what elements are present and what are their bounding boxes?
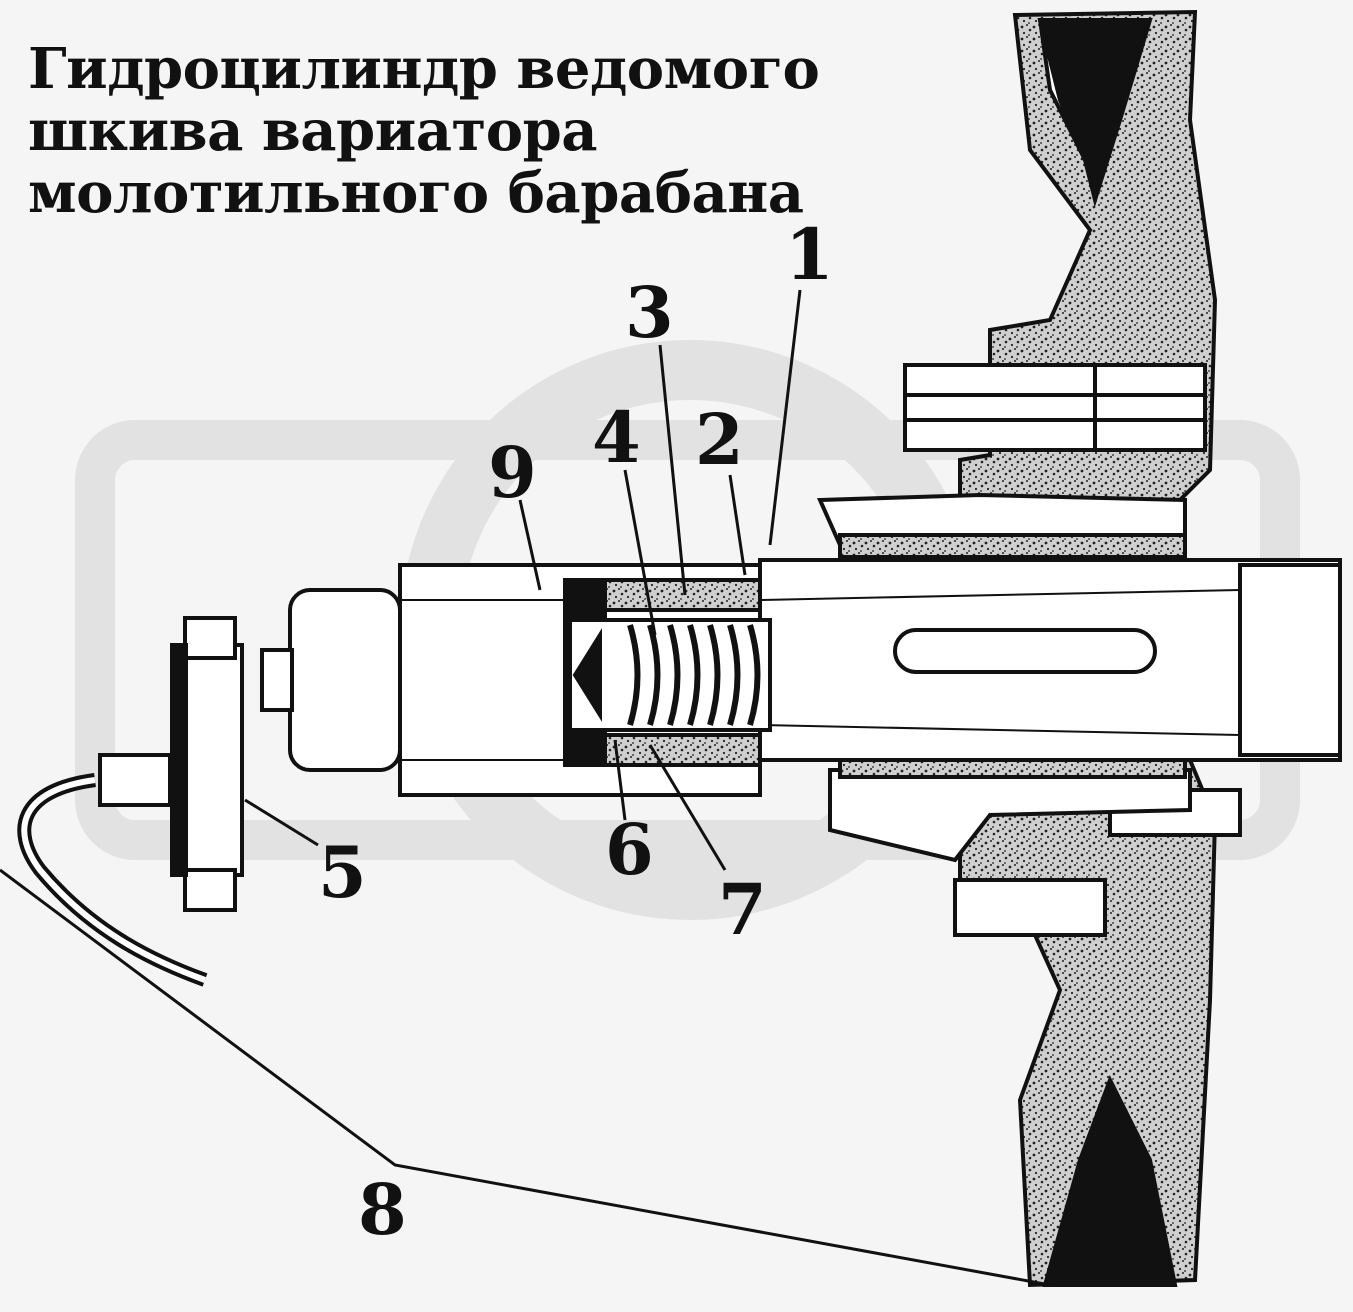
title-line-3: молотильного барабана bbox=[28, 160, 804, 226]
leader-5 bbox=[244, 798, 319, 847]
title-line-1: Гидроцилиндр ведомого bbox=[28, 36, 820, 102]
shaft bbox=[758, 558, 1342, 762]
title-line-2: шкива вариатора bbox=[28, 98, 598, 164]
callout-9: 9 bbox=[488, 431, 537, 514]
leader-3 bbox=[658, 344, 687, 596]
callout-8: 8 bbox=[358, 1168, 407, 1251]
leader-8 bbox=[0, 868, 1051, 1287]
leader-lines bbox=[0, 289, 1051, 1287]
hose bbox=[17, 753, 208, 987]
pulley-lower bbox=[953, 758, 1242, 1288]
diagram-title: Гидроцилиндр ведомого шкива вариатора мо… bbox=[28, 36, 820, 226]
leader-9 bbox=[518, 499, 542, 591]
leader-1 bbox=[768, 289, 802, 546]
leader-6 bbox=[613, 739, 627, 821]
callout-3: 3 bbox=[625, 271, 674, 354]
callout-5: 5 bbox=[318, 831, 367, 914]
spring bbox=[627, 624, 761, 726]
callout-7: 7 bbox=[718, 868, 767, 951]
callout-2: 2 bbox=[695, 398, 744, 481]
end-cap bbox=[260, 588, 402, 772]
pulley-upper bbox=[903, 9, 1218, 522]
leader-4 bbox=[623, 469, 657, 636]
callout-4: 4 bbox=[592, 396, 641, 479]
leader-2 bbox=[728, 474, 747, 576]
leader-7 bbox=[648, 744, 727, 871]
callout-6: 6 bbox=[605, 808, 654, 891]
callout-1: 1 bbox=[785, 213, 834, 296]
bracket bbox=[170, 616, 244, 912]
